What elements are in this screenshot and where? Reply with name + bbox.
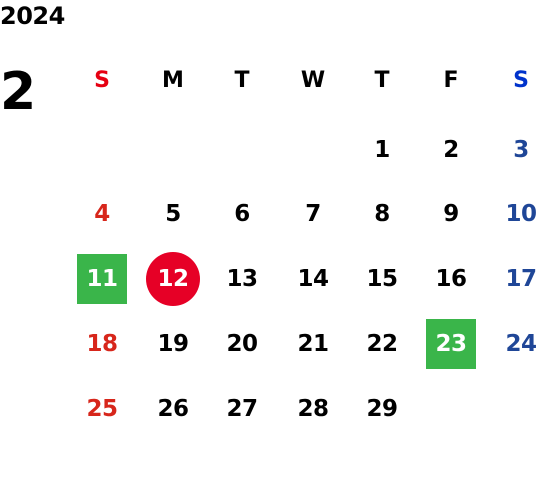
year-label: 2024 — [0, 2, 65, 30]
calendar-day[interactable]: 25 — [86, 396, 118, 422]
calendar-day[interactable]: 20 — [226, 331, 258, 357]
calendar-day[interactable]: 1 — [374, 137, 390, 163]
weekday-header: T — [374, 67, 390, 93]
weekday-header: M — [162, 67, 184, 93]
calendar-day[interactable]: 16 — [435, 266, 467, 292]
calendar-day[interactable]: 21 — [297, 331, 329, 357]
calendar-day[interactable]: 12 — [146, 252, 200, 306]
calendar-day[interactable]: 23 — [426, 319, 476, 369]
calendar-day[interactable]: 2 — [443, 137, 459, 163]
calendar-day[interactable]: 5 — [165, 201, 181, 227]
calendar-day[interactable]: 10 — [505, 201, 537, 227]
calendar-day[interactable]: 17 — [505, 266, 537, 292]
calendar-day[interactable]: 28 — [297, 396, 329, 422]
calendar-day[interactable]: 6 — [234, 201, 250, 227]
calendar-day[interactable]: 18 — [86, 331, 118, 357]
calendar-day[interactable]: 26 — [157, 396, 189, 422]
calendar-day[interactable]: 15 — [366, 266, 398, 292]
calendar-day[interactable]: 3 — [513, 137, 529, 163]
calendar-day[interactable]: 29 — [366, 396, 398, 422]
calendar-day[interactable]: 11 — [77, 254, 127, 304]
calendar-day[interactable]: 24 — [505, 331, 537, 357]
weekday-header: T — [234, 67, 250, 93]
weekday-header: S — [94, 67, 110, 93]
calendar-day[interactable]: 9 — [443, 201, 459, 227]
calendar-day[interactable]: 14 — [297, 266, 329, 292]
month-label: 2 — [0, 62, 37, 122]
calendar-day[interactable]: 7 — [305, 201, 321, 227]
weekday-header: F — [443, 67, 459, 93]
calendar-day[interactable]: 13 — [226, 266, 258, 292]
weekday-header: S — [513, 67, 529, 93]
weekday-header: W — [300, 67, 326, 93]
calendar-day[interactable]: 4 — [94, 201, 110, 227]
calendar-day[interactable]: 27 — [226, 396, 258, 422]
calendar-day[interactable]: 22 — [366, 331, 398, 357]
calendar-day[interactable]: 8 — [374, 201, 390, 227]
calendar-day[interactable]: 19 — [157, 331, 189, 357]
